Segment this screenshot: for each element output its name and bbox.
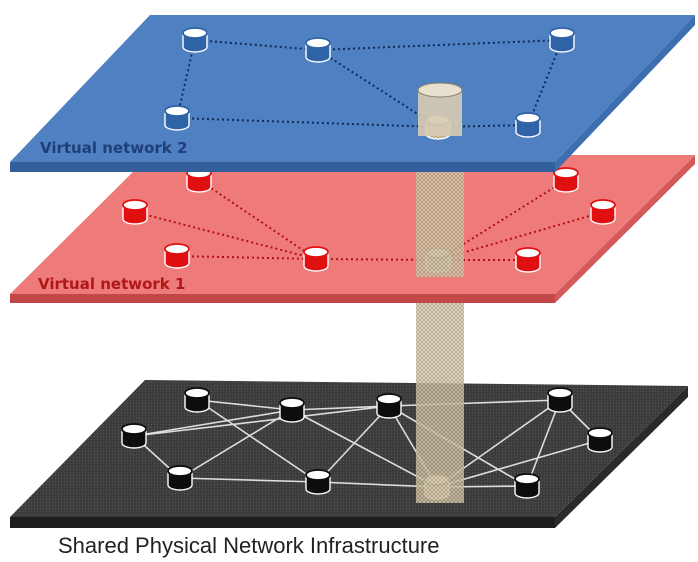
physical-node <box>167 465 193 491</box>
physical-link-6 <box>317 405 390 483</box>
physical-node <box>376 393 402 419</box>
physical-link-17 <box>526 399 561 487</box>
physical-link-0 <box>196 399 293 411</box>
physical-plane-side <box>10 517 555 528</box>
physical-link-2 <box>291 405 390 411</box>
physical-node <box>305 469 331 495</box>
physical-link-5 <box>291 409 438 488</box>
vn2-node <box>164 105 190 131</box>
physical-node <box>587 427 613 453</box>
vn1-plane-side-right <box>555 155 695 303</box>
physical-plane-side-right <box>555 386 688 528</box>
vn1-node <box>515 247 541 273</box>
vn2-link-2 <box>176 39 196 119</box>
vn1-link-2 <box>176 255 317 260</box>
vn1-link-0 <box>198 179 317 260</box>
vn2-link-3 <box>176 117 439 128</box>
vn1-node <box>590 199 616 225</box>
physical-node <box>514 473 540 499</box>
physical-node <box>547 387 573 413</box>
virtual-network-1-plane: Virtual network 1 <box>10 155 695 303</box>
vn1-link-1 <box>134 211 317 260</box>
virtual-network-1-label: Virtual network 1 <box>38 275 185 293</box>
vn1-node <box>303 246 329 272</box>
physical-network-plane <box>10 380 688 528</box>
physical-node <box>279 397 305 423</box>
vn1-plane-side <box>10 294 555 303</box>
vn2-link-1 <box>317 39 563 51</box>
vn2-plane-side <box>10 162 555 172</box>
virtual-network-2-label: Virtual network 2 <box>40 139 187 157</box>
vn2-node <box>515 112 541 138</box>
vn1-plane-top <box>10 155 695 294</box>
vn1-node <box>164 243 190 269</box>
vn2-node <box>305 37 331 63</box>
physical-link-4 <box>179 409 293 479</box>
virtual-network-2-plane: Virtual network 2 <box>10 15 695 172</box>
physical-link-11 <box>179 477 319 483</box>
physical-node <box>121 423 147 449</box>
shared-pillar-middle <box>416 162 464 277</box>
physical-node <box>184 387 210 413</box>
vn2-plane-side-right <box>555 15 695 172</box>
vn1-node <box>553 167 579 193</box>
physical-link-10 <box>133 405 390 437</box>
diagram-caption: Shared Physical Network Infrastructure <box>58 533 440 558</box>
vn2-link-4 <box>317 49 439 128</box>
vn2-node <box>182 27 208 53</box>
shared-pillar-top <box>418 90 462 136</box>
physical-link-3 <box>133 409 293 437</box>
shared-pillar-lower <box>416 303 464 503</box>
vn2-link-6 <box>527 39 563 126</box>
shared-pillar-top-cap <box>417 82 463 98</box>
vn2-node <box>549 27 575 53</box>
physical-link-1 <box>196 399 319 483</box>
vn2-link-0 <box>194 39 319 51</box>
vn1-link-5 <box>437 211 604 261</box>
vn2-nodes <box>164 27 575 140</box>
vn1-node <box>122 199 148 225</box>
physical-link-14 <box>436 439 601 488</box>
